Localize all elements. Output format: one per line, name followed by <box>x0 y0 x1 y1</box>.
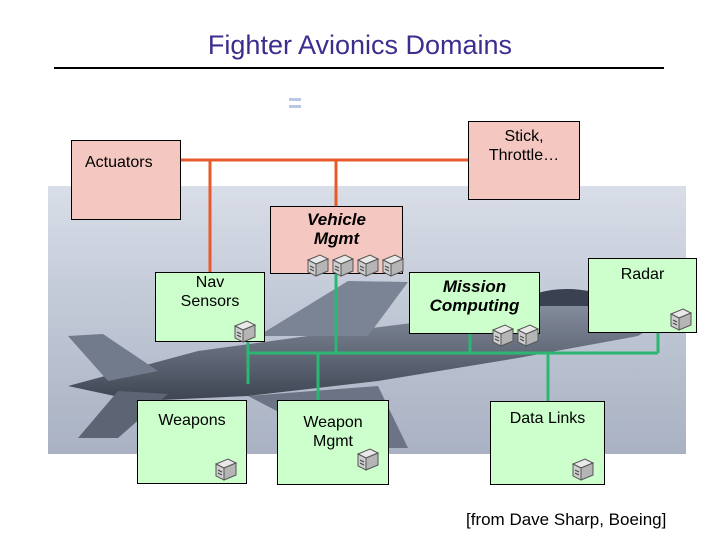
stick-label-line1: Stick, <box>504 128 544 145</box>
vehicle-label-line2: Mgmt <box>313 229 360 248</box>
processor-module-icon <box>356 254 380 277</box>
mission-label-line1: Mission <box>442 277 507 296</box>
stick-throttle-node: Stick, Throttle… <box>468 121 580 200</box>
weapon-mgmt-label-line1: Weapon <box>303 414 363 431</box>
processor-module-icon <box>571 458 595 481</box>
processor-module-icon <box>356 448 380 471</box>
source-credit: [from Dave Sharp, Boeing] <box>466 510 667 529</box>
decorative-dash <box>289 105 301 108</box>
data-links-label: Data Links <box>509 410 586 427</box>
stick-label-line2: Throttle… <box>488 147 560 164</box>
radar-node: Radar <box>588 258 697 333</box>
decorative-dash <box>289 98 301 101</box>
processor-module-icon <box>381 254 405 277</box>
mission-computing-node: Mission Computing <box>409 272 540 334</box>
radar-label: Radar <box>620 266 665 283</box>
vehicle-label-line1: Vehicle <box>307 210 366 229</box>
title-underline <box>54 67 664 69</box>
actuators-label: Actuators <box>85 154 153 171</box>
processor-module-icon <box>669 308 693 331</box>
processor-module-icon <box>331 254 355 277</box>
page-title: Fighter Avionics Domains <box>207 30 513 60</box>
nav-label-line2: Sensors <box>180 293 240 310</box>
processor-module-icon <box>214 458 238 481</box>
actuators-node: Actuators <box>71 140 181 220</box>
processor-module-icon <box>516 324 540 347</box>
processor-module-icon <box>233 320 257 343</box>
vehicle-mgmt-node: Vehicle Mgmt <box>270 206 403 274</box>
nav-label-line1: Nav <box>195 274 225 291</box>
weapon-mgmt-label-line2: Mgmt <box>313 433 353 450</box>
weapon-mgmt-node: Weapon Mgmt <box>277 400 389 485</box>
weapons-node: Weapons <box>137 400 247 484</box>
mission-label-line2: Computing <box>429 296 520 315</box>
weapons-label: Weapons <box>158 412 226 429</box>
processor-module-icon <box>306 254 330 277</box>
processor-module-icon <box>491 324 515 347</box>
